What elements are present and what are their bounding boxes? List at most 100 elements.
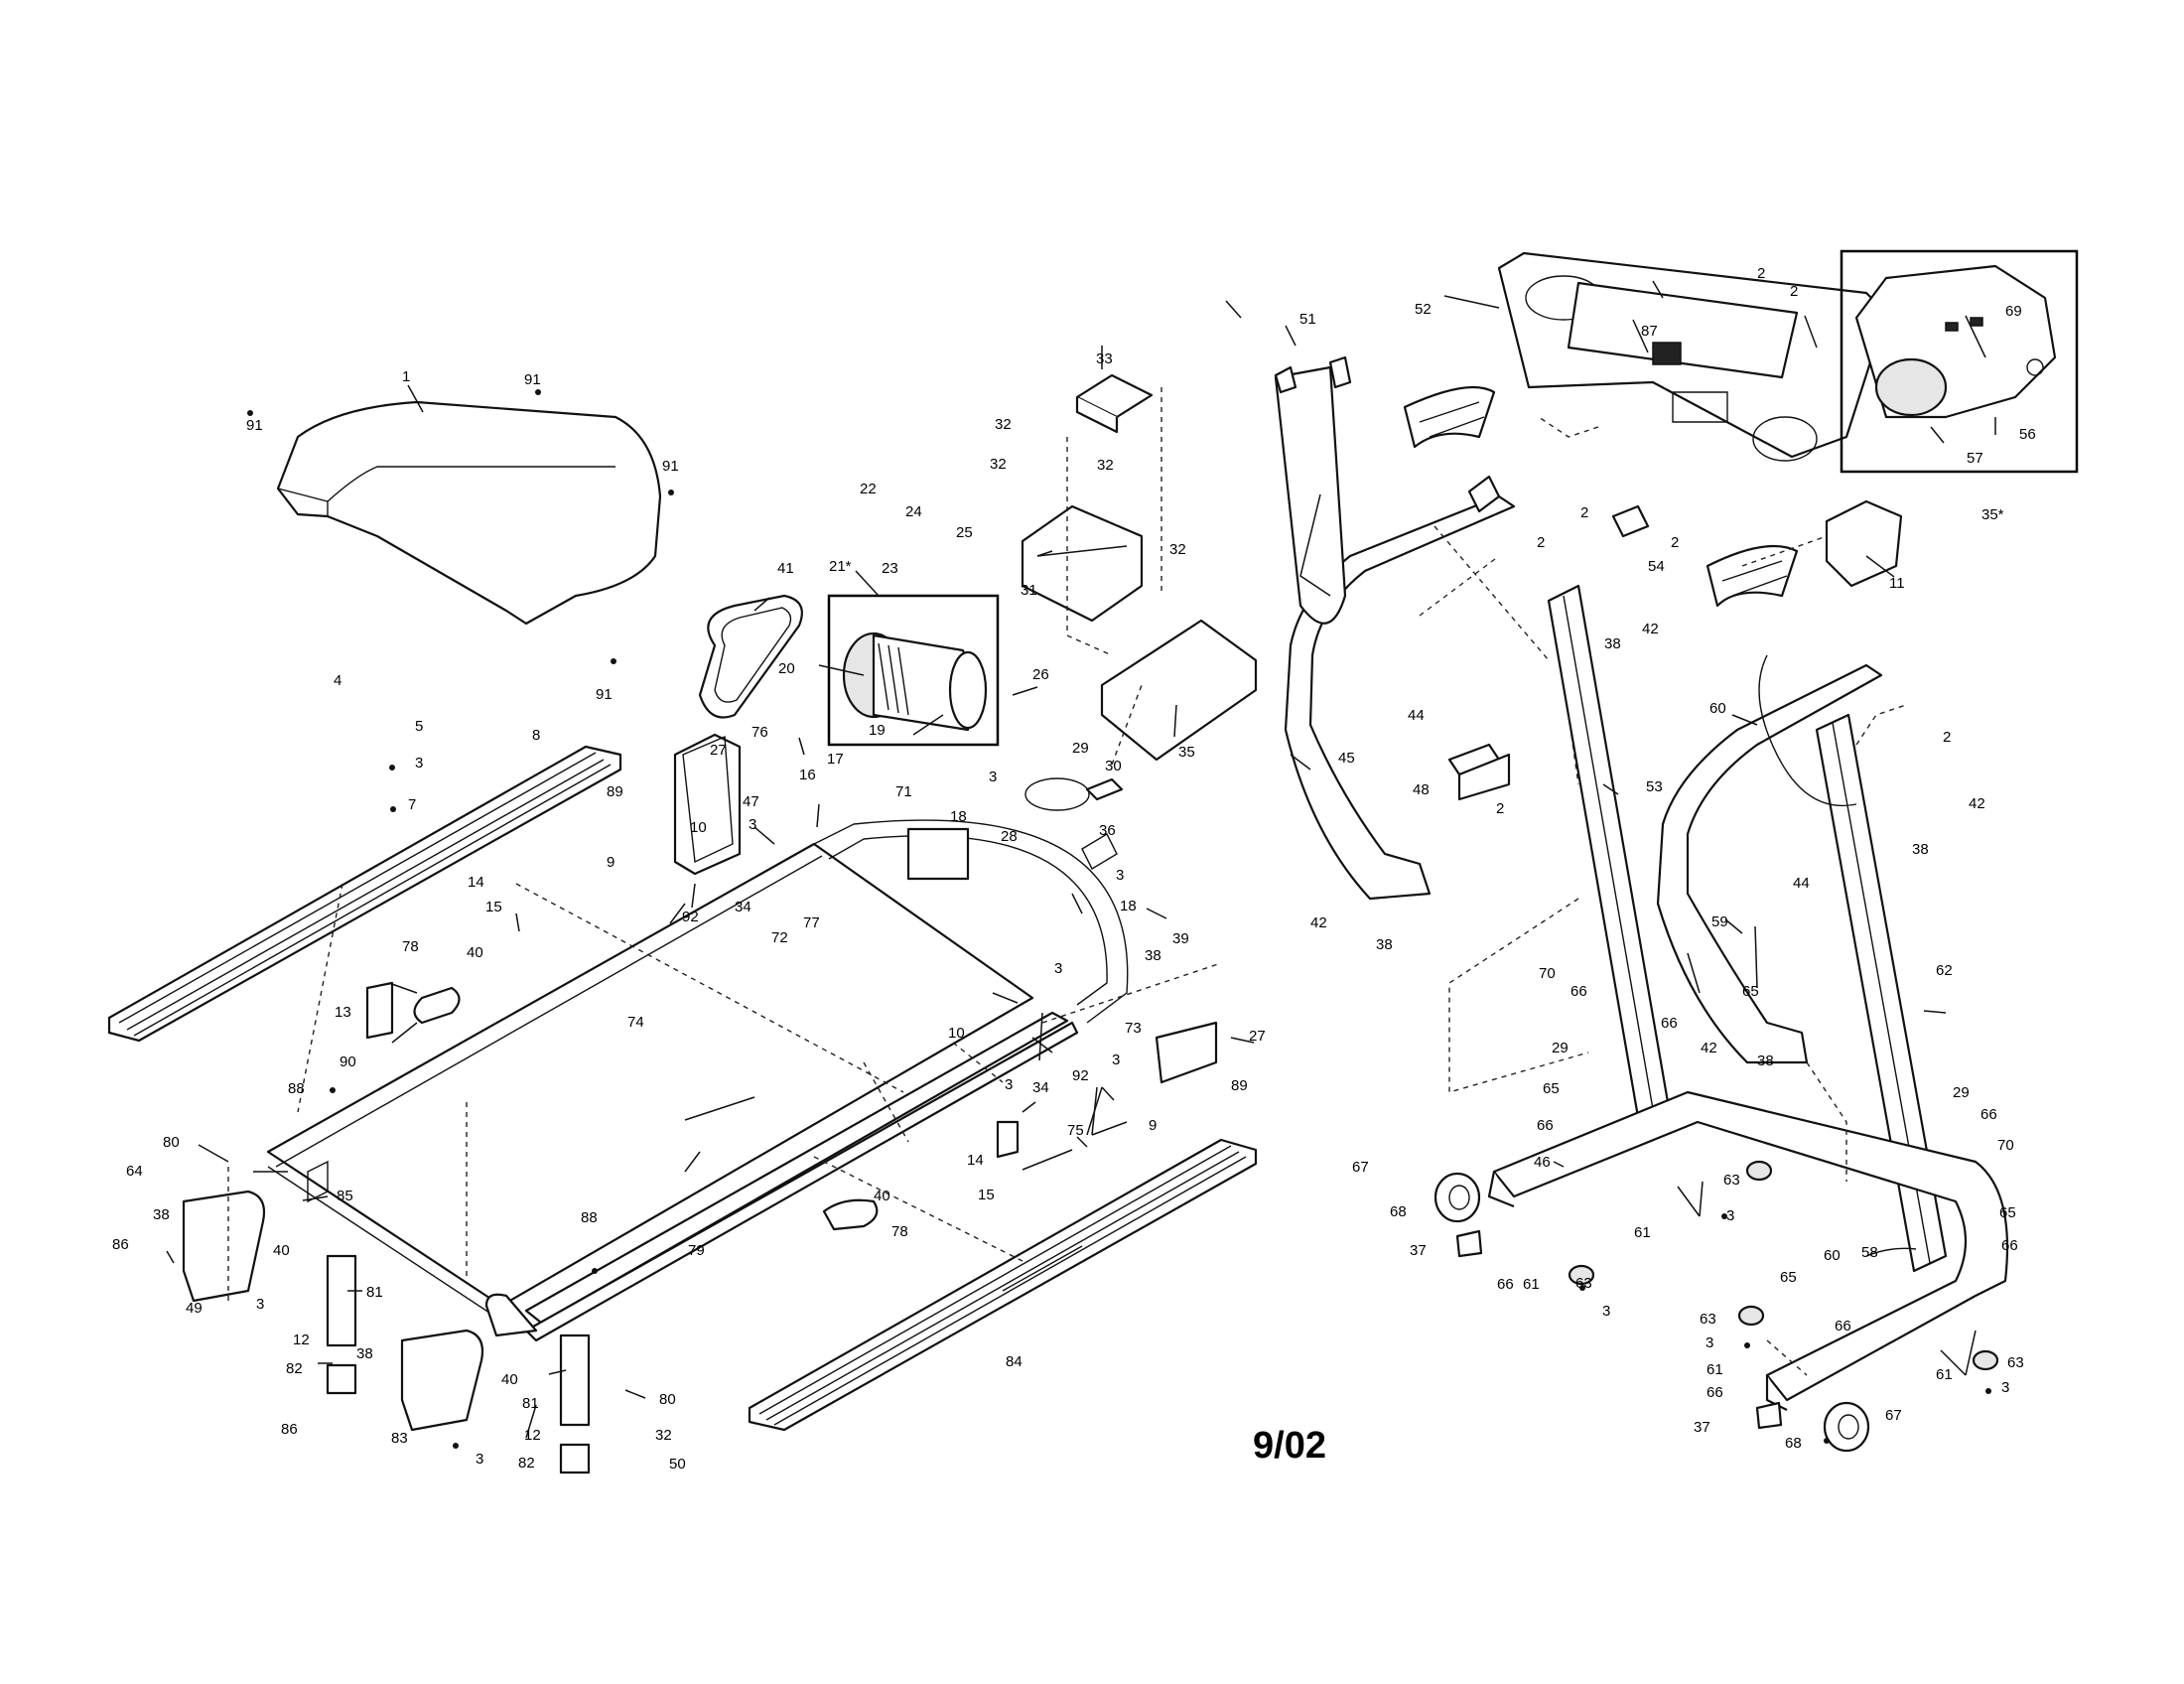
callout-42c: 42 [1310, 914, 1327, 931]
callout-33: 33 [1096, 351, 1113, 367]
callout-45: 45 [1338, 750, 1355, 767]
callout-92a: 92 [682, 909, 699, 925]
callout-15a: 15 [485, 899, 502, 915]
callout-41: 41 [777, 560, 794, 577]
treadmill-deck [266, 819, 1129, 1342]
callout-65a: 65 [1742, 983, 1759, 1000]
callout-37b: 37 [1694, 1419, 1710, 1436]
callout-65c: 65 [1999, 1204, 2016, 1221]
callout-49: 49 [186, 1300, 203, 1317]
callout-65b: 65 [1543, 1080, 1560, 1097]
callout-66b: 66 [1661, 1015, 1678, 1032]
callout-18a: 18 [950, 808, 967, 825]
callout-51: 51 [1299, 311, 1316, 328]
callout-82b: 82 [518, 1455, 535, 1472]
motor-inset [827, 594, 1000, 747]
callout-9a: 9 [607, 854, 614, 871]
callout-73: 73 [1125, 1020, 1142, 1037]
callout-18b: 18 [1120, 898, 1137, 914]
callout-37a: 37 [1410, 1242, 1427, 1259]
callout-7: 7 [408, 796, 416, 813]
callout-92b: 92 [1072, 1067, 1089, 1084]
callout-81b: 81 [522, 1395, 539, 1412]
callout-22: 22 [860, 481, 877, 497]
callout-63d: 63 [2007, 1354, 2024, 1371]
callout-3g: 3 [1005, 1076, 1013, 1093]
wheels-and-feet [1433, 1160, 1999, 1453]
callout-47: 47 [743, 793, 759, 810]
callout-66h: 66 [1706, 1384, 1723, 1401]
callout-11: 11 [1889, 575, 1905, 592]
callout-38c: 38 [356, 1345, 373, 1362]
callout-88b: 88 [581, 1209, 598, 1226]
callout-8: 8 [532, 727, 540, 744]
callout-35-star: 35* [1981, 506, 2004, 523]
callout-66g: 66 [1835, 1318, 1851, 1334]
callout-25: 25 [956, 524, 973, 541]
callout-29b: 29 [1552, 1040, 1569, 1056]
callout-2g: 2 [1496, 800, 1504, 817]
date-code: 9/02 [1253, 1425, 1326, 1467]
callout-20: 20 [778, 660, 795, 677]
callout-53: 53 [1646, 778, 1663, 795]
callout-67b: 67 [1885, 1407, 1902, 1424]
callout-44b: 44 [1793, 875, 1810, 892]
callout-17: 17 [827, 751, 844, 768]
callout-60b: 60 [1824, 1247, 1841, 1264]
callout-61c: 61 [1706, 1361, 1723, 1378]
callout-66f: 66 [2001, 1237, 2018, 1254]
wiring [1758, 654, 1917, 1257]
callout-32e: 32 [655, 1427, 672, 1444]
callout-82a: 82 [286, 1360, 303, 1377]
callout-30: 30 [1105, 758, 1122, 774]
callout-36: 36 [1099, 822, 1116, 839]
assembly-guides-left [227, 684, 1222, 1301]
callout-32b: 32 [990, 456, 1007, 473]
callout-3f: 3 [1112, 1052, 1120, 1068]
right-side-rail [748, 1138, 1258, 1432]
callout-65d: 65 [1780, 1269, 1797, 1286]
callout-86a: 86 [112, 1236, 129, 1253]
callout-40a: 40 [467, 944, 483, 961]
leader-lines [166, 280, 1996, 1439]
callout-23: 23 [882, 560, 898, 577]
callout-86b: 86 [281, 1421, 298, 1438]
base-frame [1487, 1090, 2009, 1411]
brackets-right [1274, 355, 1903, 801]
callout-72: 72 [771, 929, 788, 946]
callout-3a: 3 [415, 755, 423, 772]
callout-38g: 38 [1757, 1052, 1774, 1069]
callout-69: 69 [2005, 303, 2022, 320]
callout-85: 85 [337, 1188, 353, 1204]
callout-29a: 29 [1072, 740, 1089, 757]
callout-14b: 14 [967, 1152, 984, 1169]
left-side-rail [107, 745, 622, 1043]
callout-2c: 2 [1580, 504, 1588, 521]
callout-2f: 2 [1943, 729, 1951, 746]
callout-2d: 2 [1671, 534, 1679, 551]
callout-5: 5 [415, 718, 423, 735]
callout-66a: 66 [1570, 983, 1587, 1000]
callout-66d: 66 [1537, 1117, 1554, 1134]
callout-42d: 42 [1701, 1040, 1717, 1056]
callout-75: 75 [1067, 1122, 1084, 1139]
motor-controller-assembly [1021, 373, 1258, 762]
callout-40b: 40 [874, 1188, 890, 1204]
callout-24: 24 [905, 503, 922, 520]
callout-38e: 38 [1912, 841, 1929, 858]
fastener-dots [247, 389, 1991, 1449]
callout-58: 58 [1861, 1244, 1878, 1261]
callout-3l: 3 [1706, 1334, 1713, 1351]
callout-90: 90 [340, 1053, 356, 1070]
callout-74: 74 [627, 1014, 644, 1031]
callout-56: 56 [2019, 426, 2036, 443]
callout-63c: 63 [1700, 1311, 1716, 1328]
callout-78b: 78 [891, 1223, 908, 1240]
callout-91b: 91 [246, 417, 263, 434]
callout-40d: 40 [501, 1371, 518, 1388]
callout-13: 13 [335, 1004, 351, 1021]
callout-10a: 10 [690, 819, 707, 836]
callout-83: 83 [391, 1430, 408, 1447]
callout-54: 54 [1648, 558, 1665, 575]
